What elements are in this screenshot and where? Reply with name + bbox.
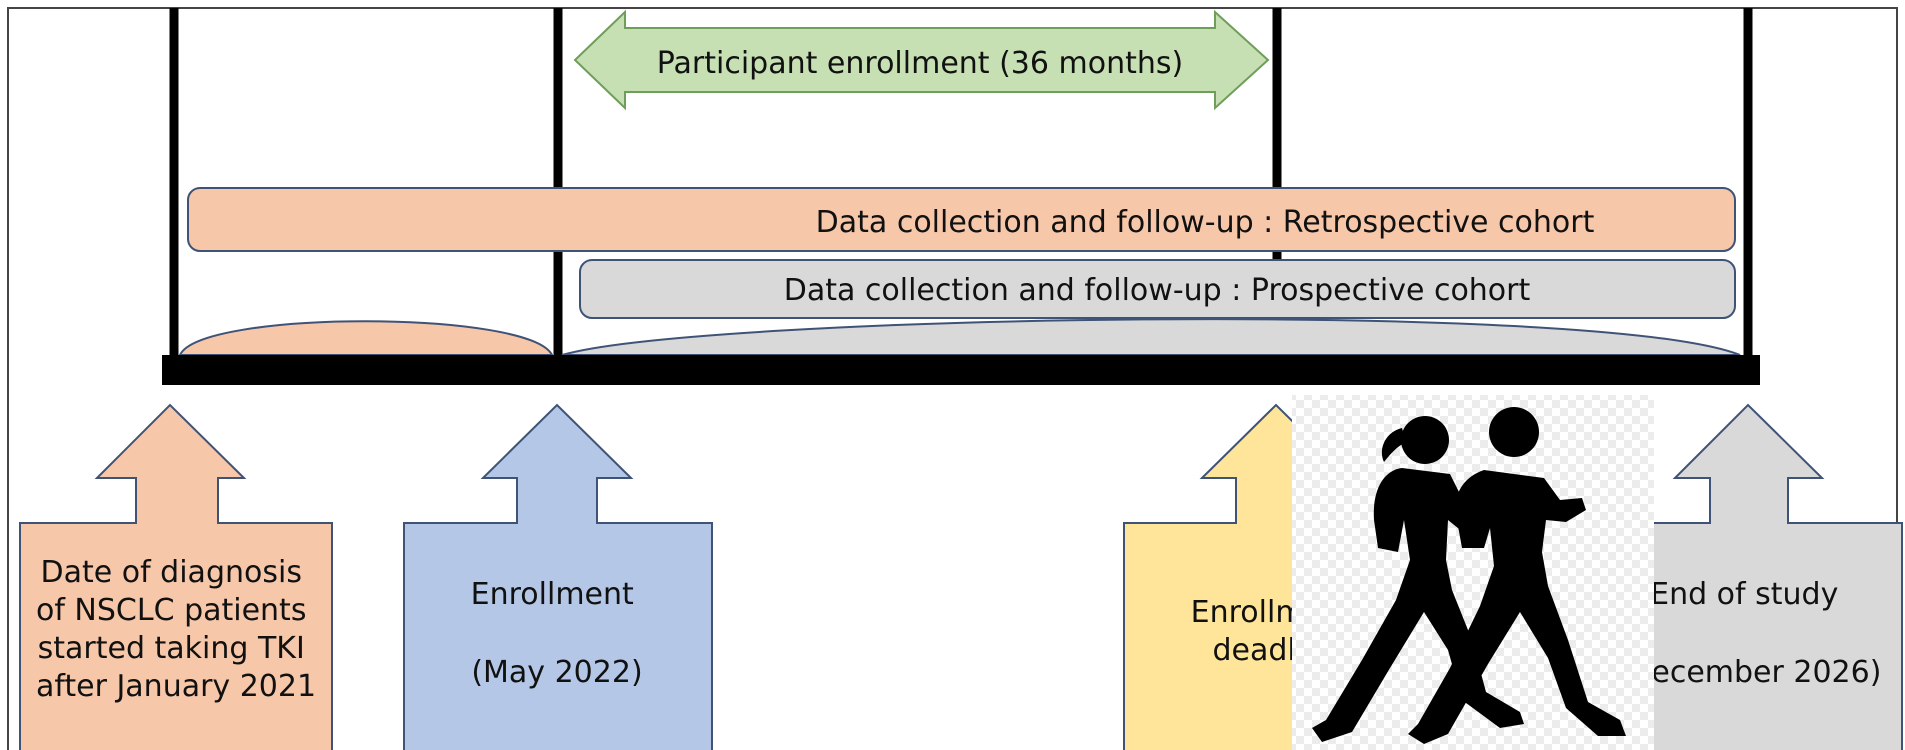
prospective-cohort-bar <box>579 259 1736 319</box>
milestone-arrow-enrollment <box>403 403 713 750</box>
milestone-arrow-diagnosis <box>19 403 333 750</box>
milestone-label-enrollment: Enrollment (May 2022) <box>471 577 644 690</box>
walking-people-icon <box>1292 395 1654 750</box>
milestone-arrow-end <box>1595 403 1903 750</box>
retrospective-arc <box>178 320 554 356</box>
milestone-label-diagnosis: Date of diagnosis of NSCLC patients star… <box>36 555 316 704</box>
enrollment-period-arrow <box>573 9 1270 111</box>
prospective-arc <box>561 318 1741 356</box>
figure-border <box>7 7 1898 750</box>
enrollment-period-label: Participant enrollment (36 months) <box>657 46 1183 81</box>
milestone-label-end: End of study (December 2026) <box>1617 577 1882 690</box>
retrospective-cohort-bar <box>187 187 1736 252</box>
timeline-axis <box>162 355 1760 385</box>
retrospective-cohort-label: Data collection and follow-up : Retrospe… <box>816 205 1595 240</box>
prospective-cohort-label: Data collection and follow-up : Prospect… <box>784 273 1531 308</box>
